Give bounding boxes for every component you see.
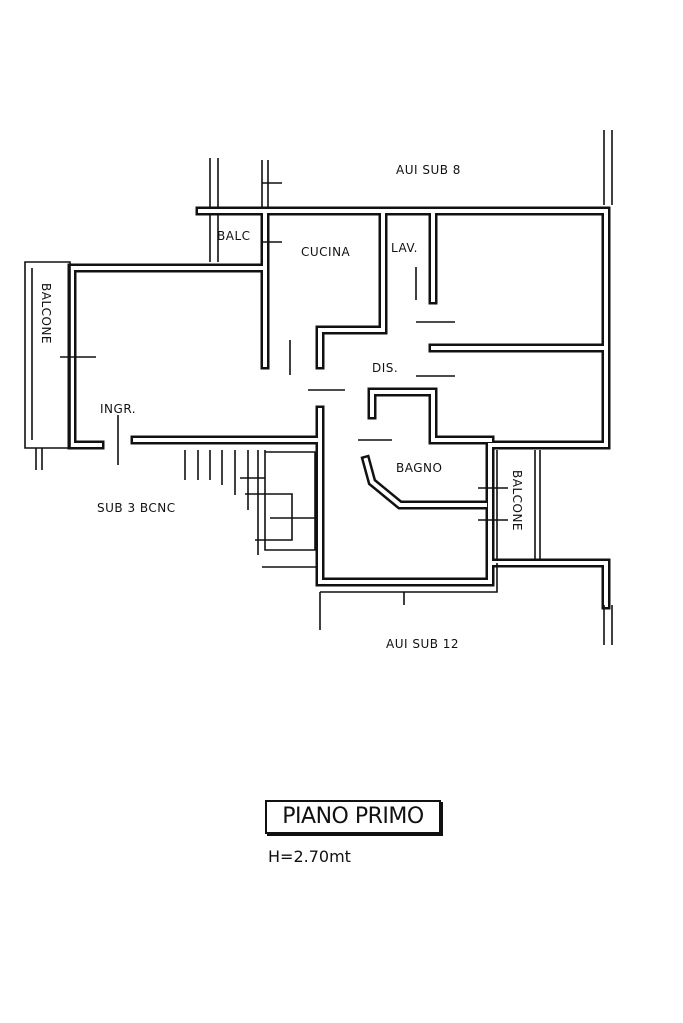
plan-title: PIANO PRIMO	[265, 800, 441, 834]
label-lav: LAV.	[391, 241, 418, 255]
walls-outline	[72, 211, 606, 605]
label-cucina: CUCINA	[301, 245, 351, 259]
label-aui-sub-12: AUI SUB 12	[386, 637, 459, 651]
ceiling-height-note: H=2.70mt	[268, 847, 351, 866]
label-balcone-left: BALCONE	[39, 283, 53, 344]
label-balcone-right: BALCONE	[510, 470, 524, 531]
label-bagno: BAGNO	[396, 461, 442, 475]
label-ingr: INGR.	[100, 402, 136, 416]
label-sub-3-bcnc: SUB 3 BCNC	[97, 501, 176, 515]
thin-lines	[24, 130, 613, 645]
label-aui-sub-8: AUI SUB 8	[396, 163, 461, 177]
label-dis: DIS.	[372, 361, 398, 375]
label-balc: BALC	[217, 229, 251, 243]
